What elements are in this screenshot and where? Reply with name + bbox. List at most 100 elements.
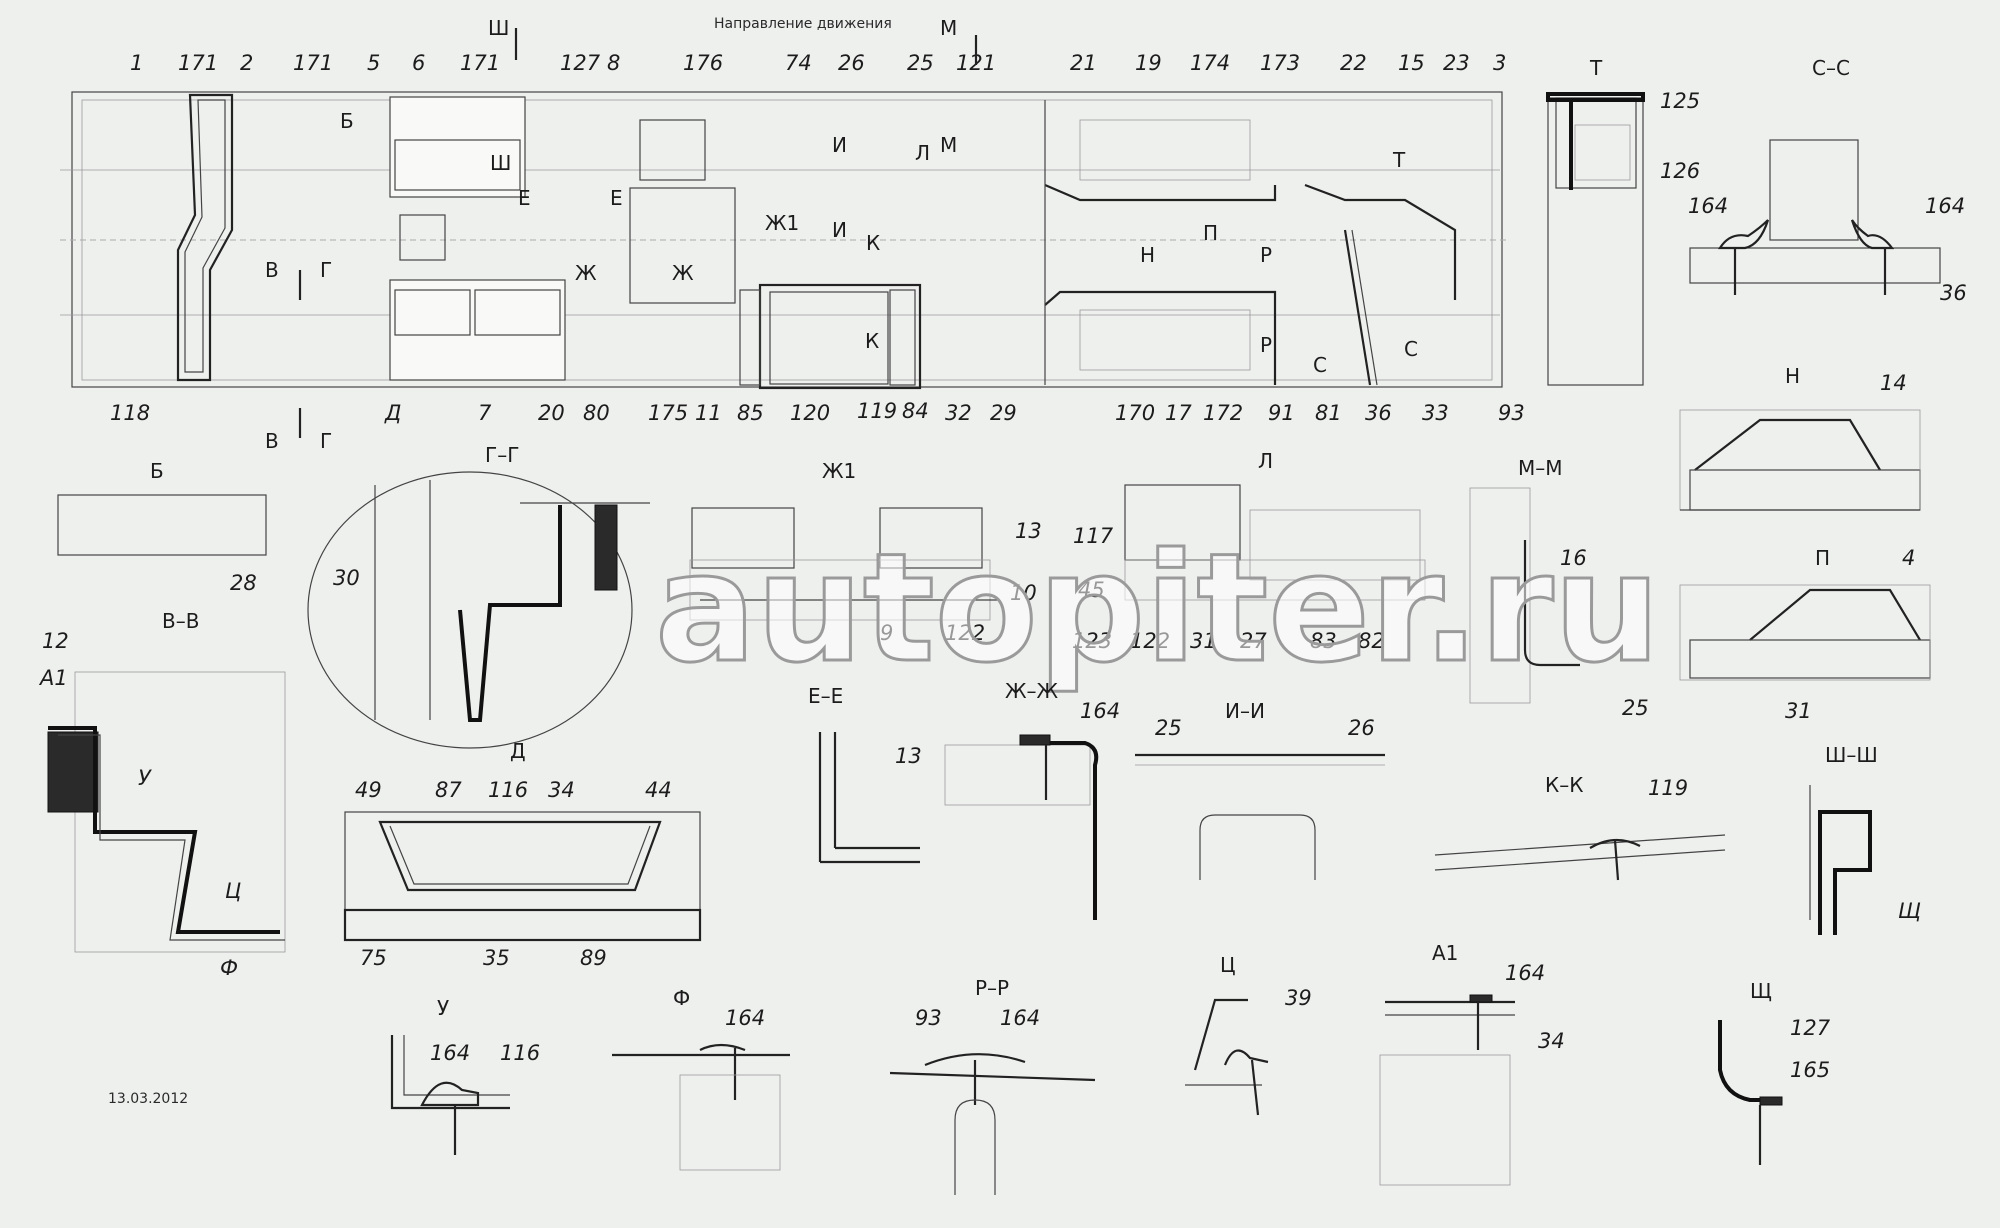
cc-label-36: 36 bbox=[1940, 281, 1967, 305]
view-t: Т 125 126 bbox=[1546, 56, 1700, 386]
marker-i2: И bbox=[832, 218, 847, 242]
label-bot-120: 120 bbox=[790, 401, 830, 425]
title-b: Б bbox=[150, 459, 164, 483]
title-t: Т bbox=[1589, 56, 1603, 80]
label-top-19: 19 bbox=[1135, 51, 1162, 75]
vv-label-f: Ф bbox=[220, 956, 238, 980]
marker-r1: Р bbox=[1260, 243, 1272, 267]
a1-label-34: 34 bbox=[1538, 1029, 1565, 1053]
label-top-176: 176 bbox=[683, 51, 723, 75]
title-u: У bbox=[437, 996, 449, 1020]
plan-top-labels: 1 171 2 171 5 6 171 127 8 176 74 26 25 1… bbox=[130, 51, 1506, 75]
title-p: П bbox=[1815, 546, 1830, 570]
marker-v-bottom: В bbox=[265, 429, 279, 453]
view-zhzh: Ж–Ж 164 bbox=[944, 679, 1120, 920]
zh1-label-13: 13 bbox=[1015, 519, 1042, 543]
view-ee: Е–Е 13 bbox=[808, 684, 922, 864]
marker-c1: С bbox=[1313, 353, 1327, 377]
d-label-116: 116 bbox=[488, 778, 528, 802]
label-bot-119: 119 bbox=[857, 399, 897, 423]
label-bot-81: 81 bbox=[1315, 401, 1342, 425]
p-label-31: 31 bbox=[1785, 699, 1812, 723]
marker-i1: И bbox=[832, 133, 847, 157]
marker-zh1: Ж1 bbox=[765, 211, 799, 235]
marker-l: Л bbox=[915, 141, 930, 165]
vv-label-a1: А1 bbox=[38, 666, 68, 690]
b-label-28: 28 bbox=[230, 571, 257, 595]
ee-label-13: 13 bbox=[895, 744, 922, 768]
shsh-label-shch: Щ bbox=[1898, 899, 1921, 923]
l-label-83: 83 bbox=[1310, 629, 1337, 653]
label-top-23: 23 bbox=[1443, 51, 1470, 75]
label-bot-17: 17 bbox=[1165, 401, 1192, 425]
p-label-4: 4 bbox=[1902, 546, 1915, 570]
marker-k2: К bbox=[865, 329, 879, 353]
marker-m-top: М bbox=[940, 16, 957, 40]
title-f: Ф bbox=[673, 986, 690, 1010]
title-rr: Р–Р bbox=[975, 976, 1009, 1000]
title-shsh: Ш–Ш bbox=[1825, 743, 1878, 767]
view-a1: А1 164 34 bbox=[1379, 941, 1565, 1186]
d-label-87: 87 bbox=[435, 778, 462, 802]
label-bot-175: 175 bbox=[648, 401, 688, 425]
zh1-label-122: 122 bbox=[945, 621, 985, 645]
marker-g-bottom: Г bbox=[320, 429, 332, 453]
d-label-75: 75 bbox=[360, 946, 387, 970]
label-top-127: 127 bbox=[560, 51, 601, 75]
zhzh-label-164: 164 bbox=[1080, 699, 1120, 723]
label-bot-20: 20 bbox=[538, 401, 565, 425]
view-mm: М–М 16 bbox=[1469, 456, 1587, 704]
label-top-25: 25 bbox=[907, 51, 934, 75]
view-kk: К–К 119 bbox=[1434, 773, 1726, 881]
ii-label-26: 26 bbox=[1348, 716, 1375, 740]
marker-k1: К bbox=[866, 231, 880, 255]
marker-zh-a: Ж bbox=[575, 261, 597, 285]
title-kk: К–К bbox=[1545, 773, 1583, 797]
view-ii: И–И 25 26 bbox=[1135, 699, 1385, 880]
marker-e2: Е bbox=[610, 186, 623, 210]
rr-label-164: 164 bbox=[1000, 1006, 1040, 1030]
title-gg: Г–Г bbox=[485, 443, 519, 467]
title-shch: Щ bbox=[1750, 979, 1772, 1003]
zh1-label-10: 10 bbox=[1010, 581, 1037, 605]
title-l: Л bbox=[1258, 449, 1273, 473]
title-mm: М–М bbox=[1518, 456, 1563, 480]
vv-label-12: 12 bbox=[42, 629, 69, 653]
view-shch: Щ 127 165 bbox=[1718, 979, 1831, 1165]
label-top-15: 15 bbox=[1398, 51, 1425, 75]
plan-bottom-labels: 118 Д 7 20 80 175 11 85 120 119 84 32 29… bbox=[110, 399, 1525, 425]
ts-label-39: 39 bbox=[1285, 986, 1312, 1010]
label-top-22: 22 bbox=[1340, 51, 1367, 75]
view-rr: Р–Р 93 164 bbox=[889, 976, 1096, 1195]
d-label-35: 35 bbox=[483, 946, 510, 970]
label-top-21: 21 bbox=[1070, 51, 1097, 75]
title-cc: С–С bbox=[1812, 56, 1850, 80]
d-label-34: 34 bbox=[548, 778, 575, 802]
view-p: П 4 25 31 bbox=[1622, 546, 1931, 723]
marker-sh-top: Ш bbox=[488, 16, 509, 40]
label-bot-91: 91 bbox=[1268, 401, 1295, 425]
marker-p: П bbox=[1203, 221, 1218, 245]
label-bot-170: 170 bbox=[1115, 401, 1155, 425]
label-bot-32: 32 bbox=[945, 401, 972, 425]
label-top-8: 8 bbox=[607, 51, 620, 75]
vv-label-u: У bbox=[138, 766, 152, 790]
l-label-122: 122 bbox=[1130, 629, 1170, 653]
p-label-25: 25 bbox=[1622, 696, 1649, 720]
marker-m: М bbox=[940, 133, 957, 157]
ii-label-25: 25 bbox=[1155, 716, 1182, 740]
marker-zh-b: Ж bbox=[672, 261, 694, 285]
label-top-5: 5 bbox=[367, 51, 380, 75]
marker-t: Т bbox=[1392, 148, 1406, 172]
label-bot-29: 29 bbox=[990, 401, 1017, 425]
cc-label-164b: 164 bbox=[1925, 194, 1965, 218]
view-b: Б 28 bbox=[57, 459, 267, 595]
marker-n: Н bbox=[1140, 243, 1155, 267]
view-cc: С–С 164 164 36 bbox=[1688, 56, 1967, 305]
title-zhzh: Ж–Ж bbox=[1005, 679, 1059, 703]
zh1-label-117: 117 bbox=[1073, 524, 1114, 548]
t-label-125: 125 bbox=[1660, 89, 1700, 113]
label-top-26: 26 bbox=[838, 51, 865, 75]
gg-label-30: 30 bbox=[333, 566, 360, 590]
date-stamp: 13.03.2012 bbox=[108, 1091, 188, 1107]
